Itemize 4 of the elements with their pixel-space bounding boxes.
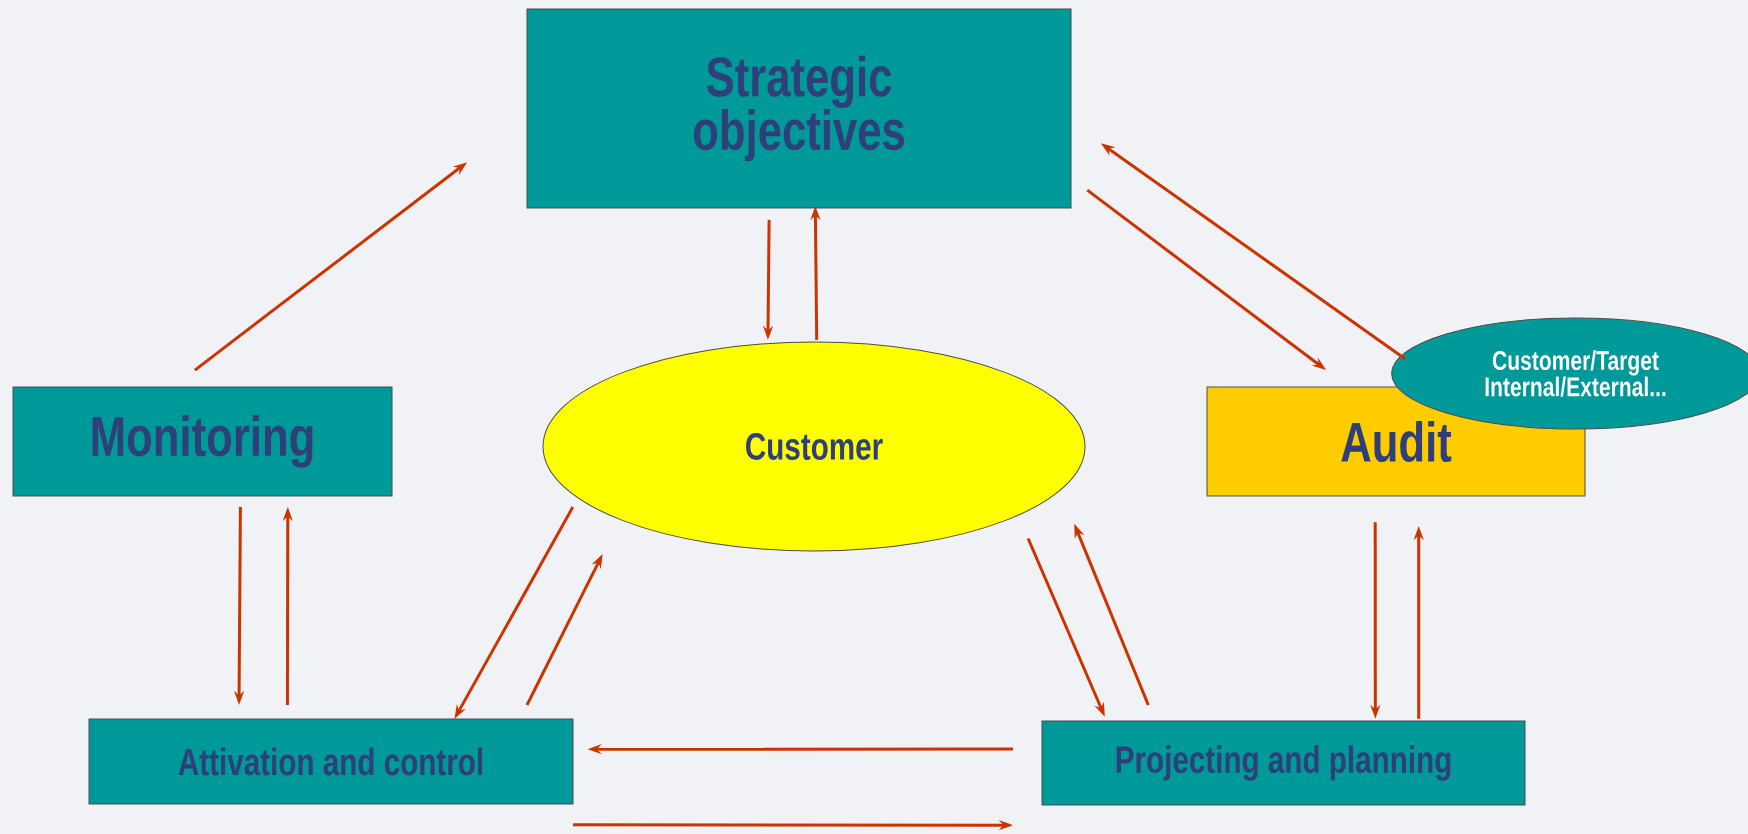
process-box: Monitoring (12, 386, 393, 497)
objective-box: Strategic objectives (526, 8, 1072, 209)
process-box: Projecting and planning (1041, 720, 1526, 806)
process-box: Attivation and control (88, 718, 574, 805)
